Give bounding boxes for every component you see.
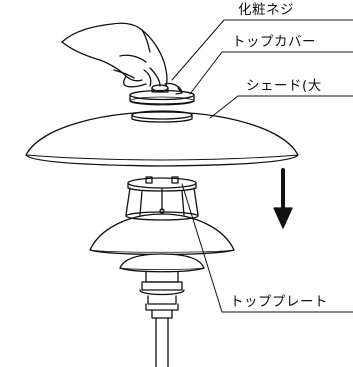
hand-icon [61, 22, 168, 88]
lamp-neck [139, 271, 185, 319]
lamp-stem [155, 317, 169, 367]
label-shade-large: シェード(大 [246, 78, 322, 94]
top-plate [125, 176, 199, 216]
leader-lines [171, 19, 353, 313]
shade-small [119, 253, 205, 273]
shade-large [25, 110, 299, 167]
decorative-screw [151, 82, 183, 95]
top-cover [129, 89, 195, 106]
arrow-down-icon [273, 168, 293, 229]
shade-middle [89, 211, 235, 256]
label-top-cover: トップカバー [232, 34, 316, 50]
label-decorative-screw: 化粧ネジ [238, 2, 294, 18]
label-top-plate: トッププレート [230, 294, 328, 310]
